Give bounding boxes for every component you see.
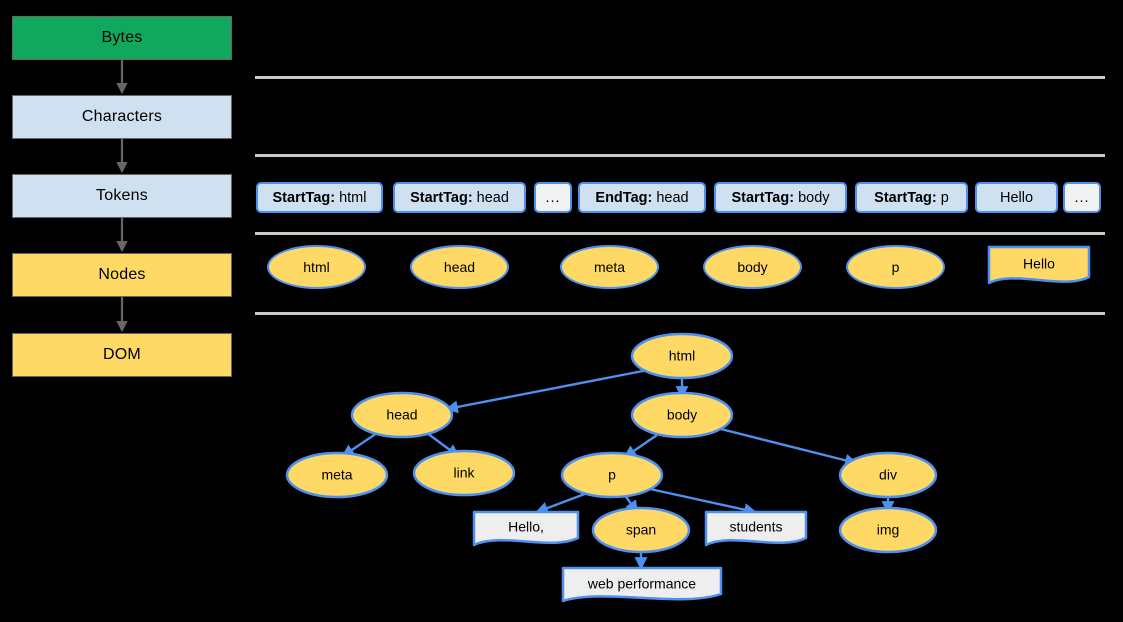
dom-edge-p-hello bbox=[535, 490, 591, 515]
token-prefix: StartTag: bbox=[410, 189, 473, 206]
node-row-hello-document[interactable]: Hello bbox=[987, 245, 1091, 285]
node-row-html[interactable]: html bbox=[267, 245, 366, 289]
dom-node-link-label: link bbox=[453, 465, 475, 481]
dom-node-img[interactable]: img bbox=[838, 506, 938, 554]
node-row-p[interactable]: p bbox=[846, 245, 945, 289]
token-chip-starttag-head[interactable]: StartTag:head bbox=[393, 182, 526, 213]
pipeline-step-label: Tokens bbox=[96, 187, 148, 204]
token-value: ... bbox=[545, 189, 561, 206]
dom-node-meta-label: meta bbox=[321, 467, 352, 483]
dom-node-html-label: html bbox=[669, 348, 695, 364]
dom-node-span-label: span bbox=[626, 522, 656, 538]
dom-edge-body-div bbox=[716, 426, 859, 467]
node-row-body[interactable]: body bbox=[703, 245, 802, 289]
dom-node-div[interactable]: div bbox=[838, 451, 938, 499]
token-chip-text-hello[interactable]: Hello bbox=[975, 182, 1058, 213]
token-prefix: StartTag: bbox=[731, 189, 795, 206]
pipeline-step-characters: Characters bbox=[12, 95, 232, 139]
node-row-label: meta bbox=[593, 259, 626, 275]
dom-node-div-label: div bbox=[879, 467, 897, 483]
dom-node-webperformance-text[interactable]: web performance bbox=[561, 566, 723, 603]
token-chip-ellipsis-2[interactable]: ... bbox=[1063, 182, 1101, 213]
node-row-head[interactable]: head bbox=[410, 245, 509, 289]
pipeline-step-label: Nodes bbox=[98, 266, 146, 283]
node-row-hello-label: Hello bbox=[1023, 256, 1055, 272]
pipeline-step-bytes: Bytes bbox=[12, 16, 232, 60]
dom-node-p-label: p bbox=[608, 467, 616, 483]
divider-nodes-row-top bbox=[255, 232, 1105, 235]
token-chip-endtag-head[interactable]: EndTag:head bbox=[578, 182, 706, 213]
dom-node-hello-label: Hello, bbox=[508, 519, 544, 535]
dom-node-webperformance-label: web performance bbox=[587, 576, 696, 592]
dom-node-students-text[interactable]: students bbox=[704, 510, 808, 547]
dom-edge-p-students bbox=[649, 487, 758, 517]
dom-node-hello-text[interactable]: Hello, bbox=[472, 510, 580, 547]
token-chip-ellipsis-1[interactable]: ... bbox=[534, 182, 572, 213]
token-chip-starttag-body[interactable]: StartTag:body bbox=[714, 182, 847, 213]
token-value: body bbox=[798, 189, 830, 206]
token-prefix: EndTag: bbox=[595, 189, 653, 206]
divider-characters-row bbox=[255, 76, 1105, 79]
pipeline-step-label: Bytes bbox=[101, 29, 143, 46]
dom-node-span[interactable]: span bbox=[591, 506, 691, 554]
token-chip-starttag-p[interactable]: StartTag:p bbox=[855, 182, 968, 213]
dom-node-meta[interactable]: meta bbox=[285, 451, 389, 499]
token-prefix: StartTag: bbox=[874, 189, 937, 206]
token-prefix: StartTag: bbox=[272, 189, 336, 206]
node-row-meta[interactable]: meta bbox=[560, 245, 659, 289]
node-row-label: html bbox=[303, 259, 330, 275]
node-row-label: head bbox=[443, 259, 476, 275]
token-value: ... bbox=[1074, 189, 1090, 206]
pipeline-step-dom: DOM bbox=[12, 333, 232, 377]
pipeline-step-label: Characters bbox=[81, 108, 163, 125]
dom-node-body-label: body bbox=[667, 407, 697, 423]
dom-node-p[interactable]: p bbox=[560, 451, 664, 499]
token-value: html bbox=[339, 189, 367, 206]
dom-node-head[interactable]: head bbox=[350, 391, 454, 439]
node-row-label: p bbox=[891, 259, 900, 275]
node-row-label: body bbox=[737, 259, 768, 275]
dom-node-students-label: students bbox=[730, 519, 783, 535]
divider-tokens-row-top bbox=[255, 154, 1105, 157]
dom-node-img-label: img bbox=[877, 522, 900, 538]
token-value: head bbox=[656, 189, 689, 206]
divider-dom-row-top bbox=[255, 312, 1105, 315]
dom-node-head-label: head bbox=[386, 407, 417, 423]
dom-node-link[interactable]: link bbox=[412, 449, 516, 497]
pipeline-step-label: DOM bbox=[103, 346, 141, 363]
dom-node-html[interactable]: html bbox=[630, 332, 734, 380]
dom-edge-html-head bbox=[444, 368, 649, 414]
token-value: Hello bbox=[999, 189, 1034, 206]
token-value: head bbox=[476, 189, 509, 206]
token-value: p bbox=[940, 189, 949, 206]
token-chip-starttag-html[interactable]: StartTag:html bbox=[256, 182, 383, 213]
dom-node-body[interactable]: body bbox=[630, 391, 734, 439]
pipeline-step-nodes: Nodes bbox=[12, 253, 232, 297]
pipeline-step-tokens: Tokens bbox=[12, 174, 232, 218]
